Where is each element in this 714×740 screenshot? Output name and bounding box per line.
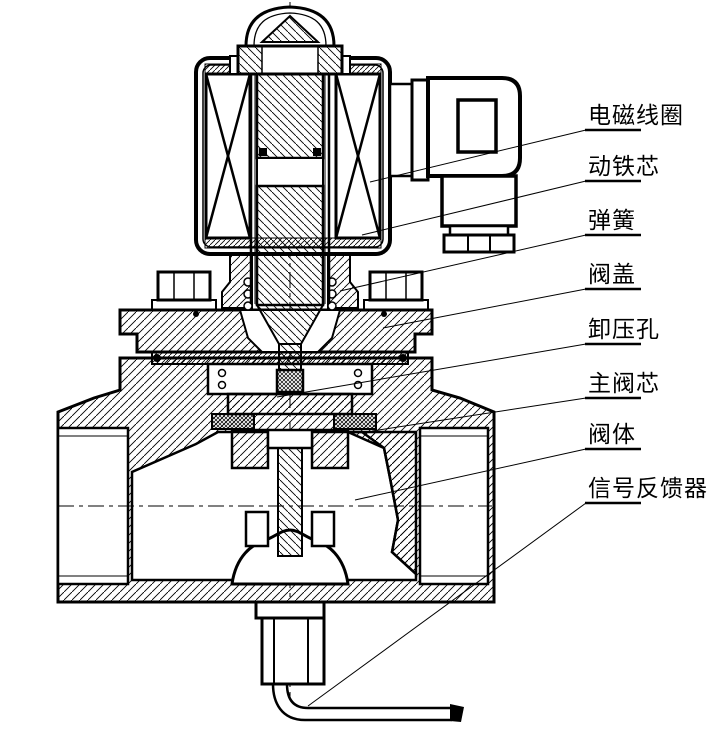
- valve-seat: [230, 428, 270, 470]
- callouts: 电磁线圈 动铁芯 弹簧 阀盖 卸压孔 主阀芯 阀体 信号反馈器: [276, 103, 708, 707]
- top-cap: [229, 5, 351, 76]
- leader-line-main-valve-core: [371, 397, 587, 432]
- leader-line-armature: [361, 180, 587, 236]
- connector-window: [456, 98, 498, 154]
- valve-body: [56, 356, 496, 604]
- label-signal-feedback: 信号反馈器: [588, 476, 708, 502]
- leader-line-signal-feedback: [307, 502, 587, 707]
- coil-winding-right: [334, 72, 382, 240]
- moving-core: [255, 184, 325, 307]
- leader-line-valve-body: [354, 448, 587, 501]
- leader-line-bonnet: [382, 288, 587, 329]
- label-bonnet: 阀盖: [588, 262, 636, 288]
- disc-lower-plate: [226, 392, 354, 416]
- label-valve-body: 阀体: [588, 422, 636, 448]
- leader-line-coil: [369, 129, 587, 183]
- cable-tip: [450, 704, 464, 722]
- cable-gland: [442, 233, 516, 254]
- stem-nut: [266, 428, 314, 450]
- disc-seal-left: [211, 413, 255, 430]
- signal-feedback-device: [254, 600, 464, 722]
- label-spring: 弹簧: [588, 208, 636, 234]
- electrical-connector: [388, 76, 522, 254]
- disc-seal-right: [333, 413, 377, 430]
- label-armature: 动铁芯: [588, 154, 660, 180]
- fixed-core: [255, 72, 325, 160]
- solenoid-coil-assembly: [194, 5, 392, 394]
- valve-stem: [277, 447, 303, 557]
- label-relief-hole: 卸压孔: [588, 317, 660, 343]
- coil-winding-left: [204, 72, 252, 240]
- pilot-stem: [278, 343, 302, 371]
- pilot-seal: [275, 368, 305, 394]
- bolt-right: [363, 270, 429, 311]
- leader-line-relief-hole: [276, 343, 587, 398]
- cable: [271, 683, 452, 722]
- bolt-left: [151, 270, 217, 311]
- leader-line-spring: [339, 234, 587, 292]
- label-coil: 电磁线圈: [588, 103, 684, 129]
- label-main-valve-core: 主阀芯: [588, 371, 660, 397]
